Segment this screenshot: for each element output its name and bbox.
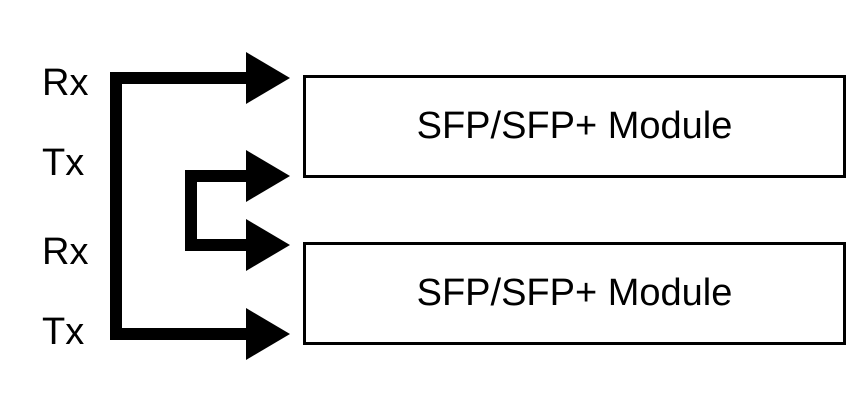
sfp-module-top: SFP/SFP+ Module <box>303 75 846 178</box>
sfp-module-bottom: SFP/SFP+ Module <box>303 242 846 345</box>
tx-label-bottom: Tx <box>42 311 85 353</box>
module-label: SFP/SFP+ Module <box>416 272 733 314</box>
outer-loop-connector <box>110 72 250 340</box>
inner-loop-connector <box>185 170 250 251</box>
outer-bottom-arrowhead <box>246 308 290 360</box>
outer-top-arrowhead <box>246 52 290 104</box>
module-label: SFP/SFP+ Module <box>416 105 733 147</box>
inner-top-arrowhead <box>246 150 290 202</box>
rx-label-top: Rx <box>42 62 89 104</box>
tx-label-top: Tx <box>42 142 85 184</box>
inner-bottom-arrowhead <box>246 219 290 271</box>
rx-label-bottom: Rx <box>42 231 89 273</box>
